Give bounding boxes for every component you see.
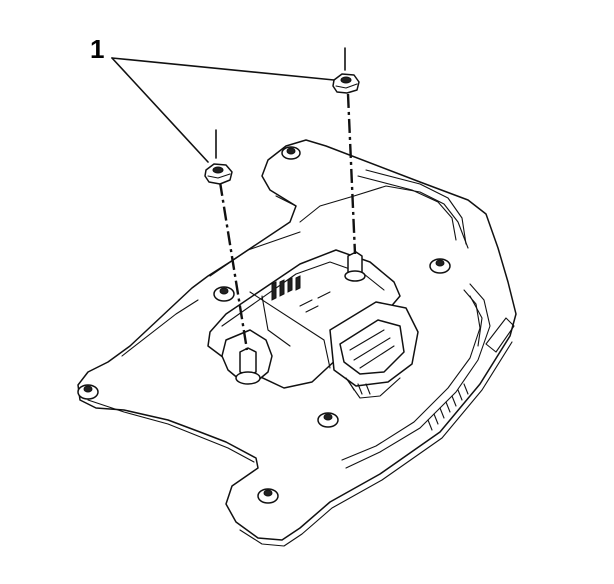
electrical-connector <box>329 301 419 399</box>
bracket-nut-bottom <box>257 488 279 504</box>
alignment-lines <box>215 47 357 351</box>
stud-rear <box>344 251 366 282</box>
callout-label: 1 <box>90 34 104 64</box>
hex-nut-icon <box>204 163 233 185</box>
bracket-nut-front <box>317 412 339 428</box>
bracket-nut-right <box>429 258 451 274</box>
bracket-nut-top <box>281 146 301 160</box>
bracket-nut-mid <box>213 286 235 302</box>
hex-nut-icon <box>332 73 360 94</box>
heat-sink-fins <box>427 317 515 431</box>
stud-front <box>235 347 261 385</box>
callout-leaders <box>111 57 335 163</box>
bracket-nut-left <box>77 384 99 400</box>
